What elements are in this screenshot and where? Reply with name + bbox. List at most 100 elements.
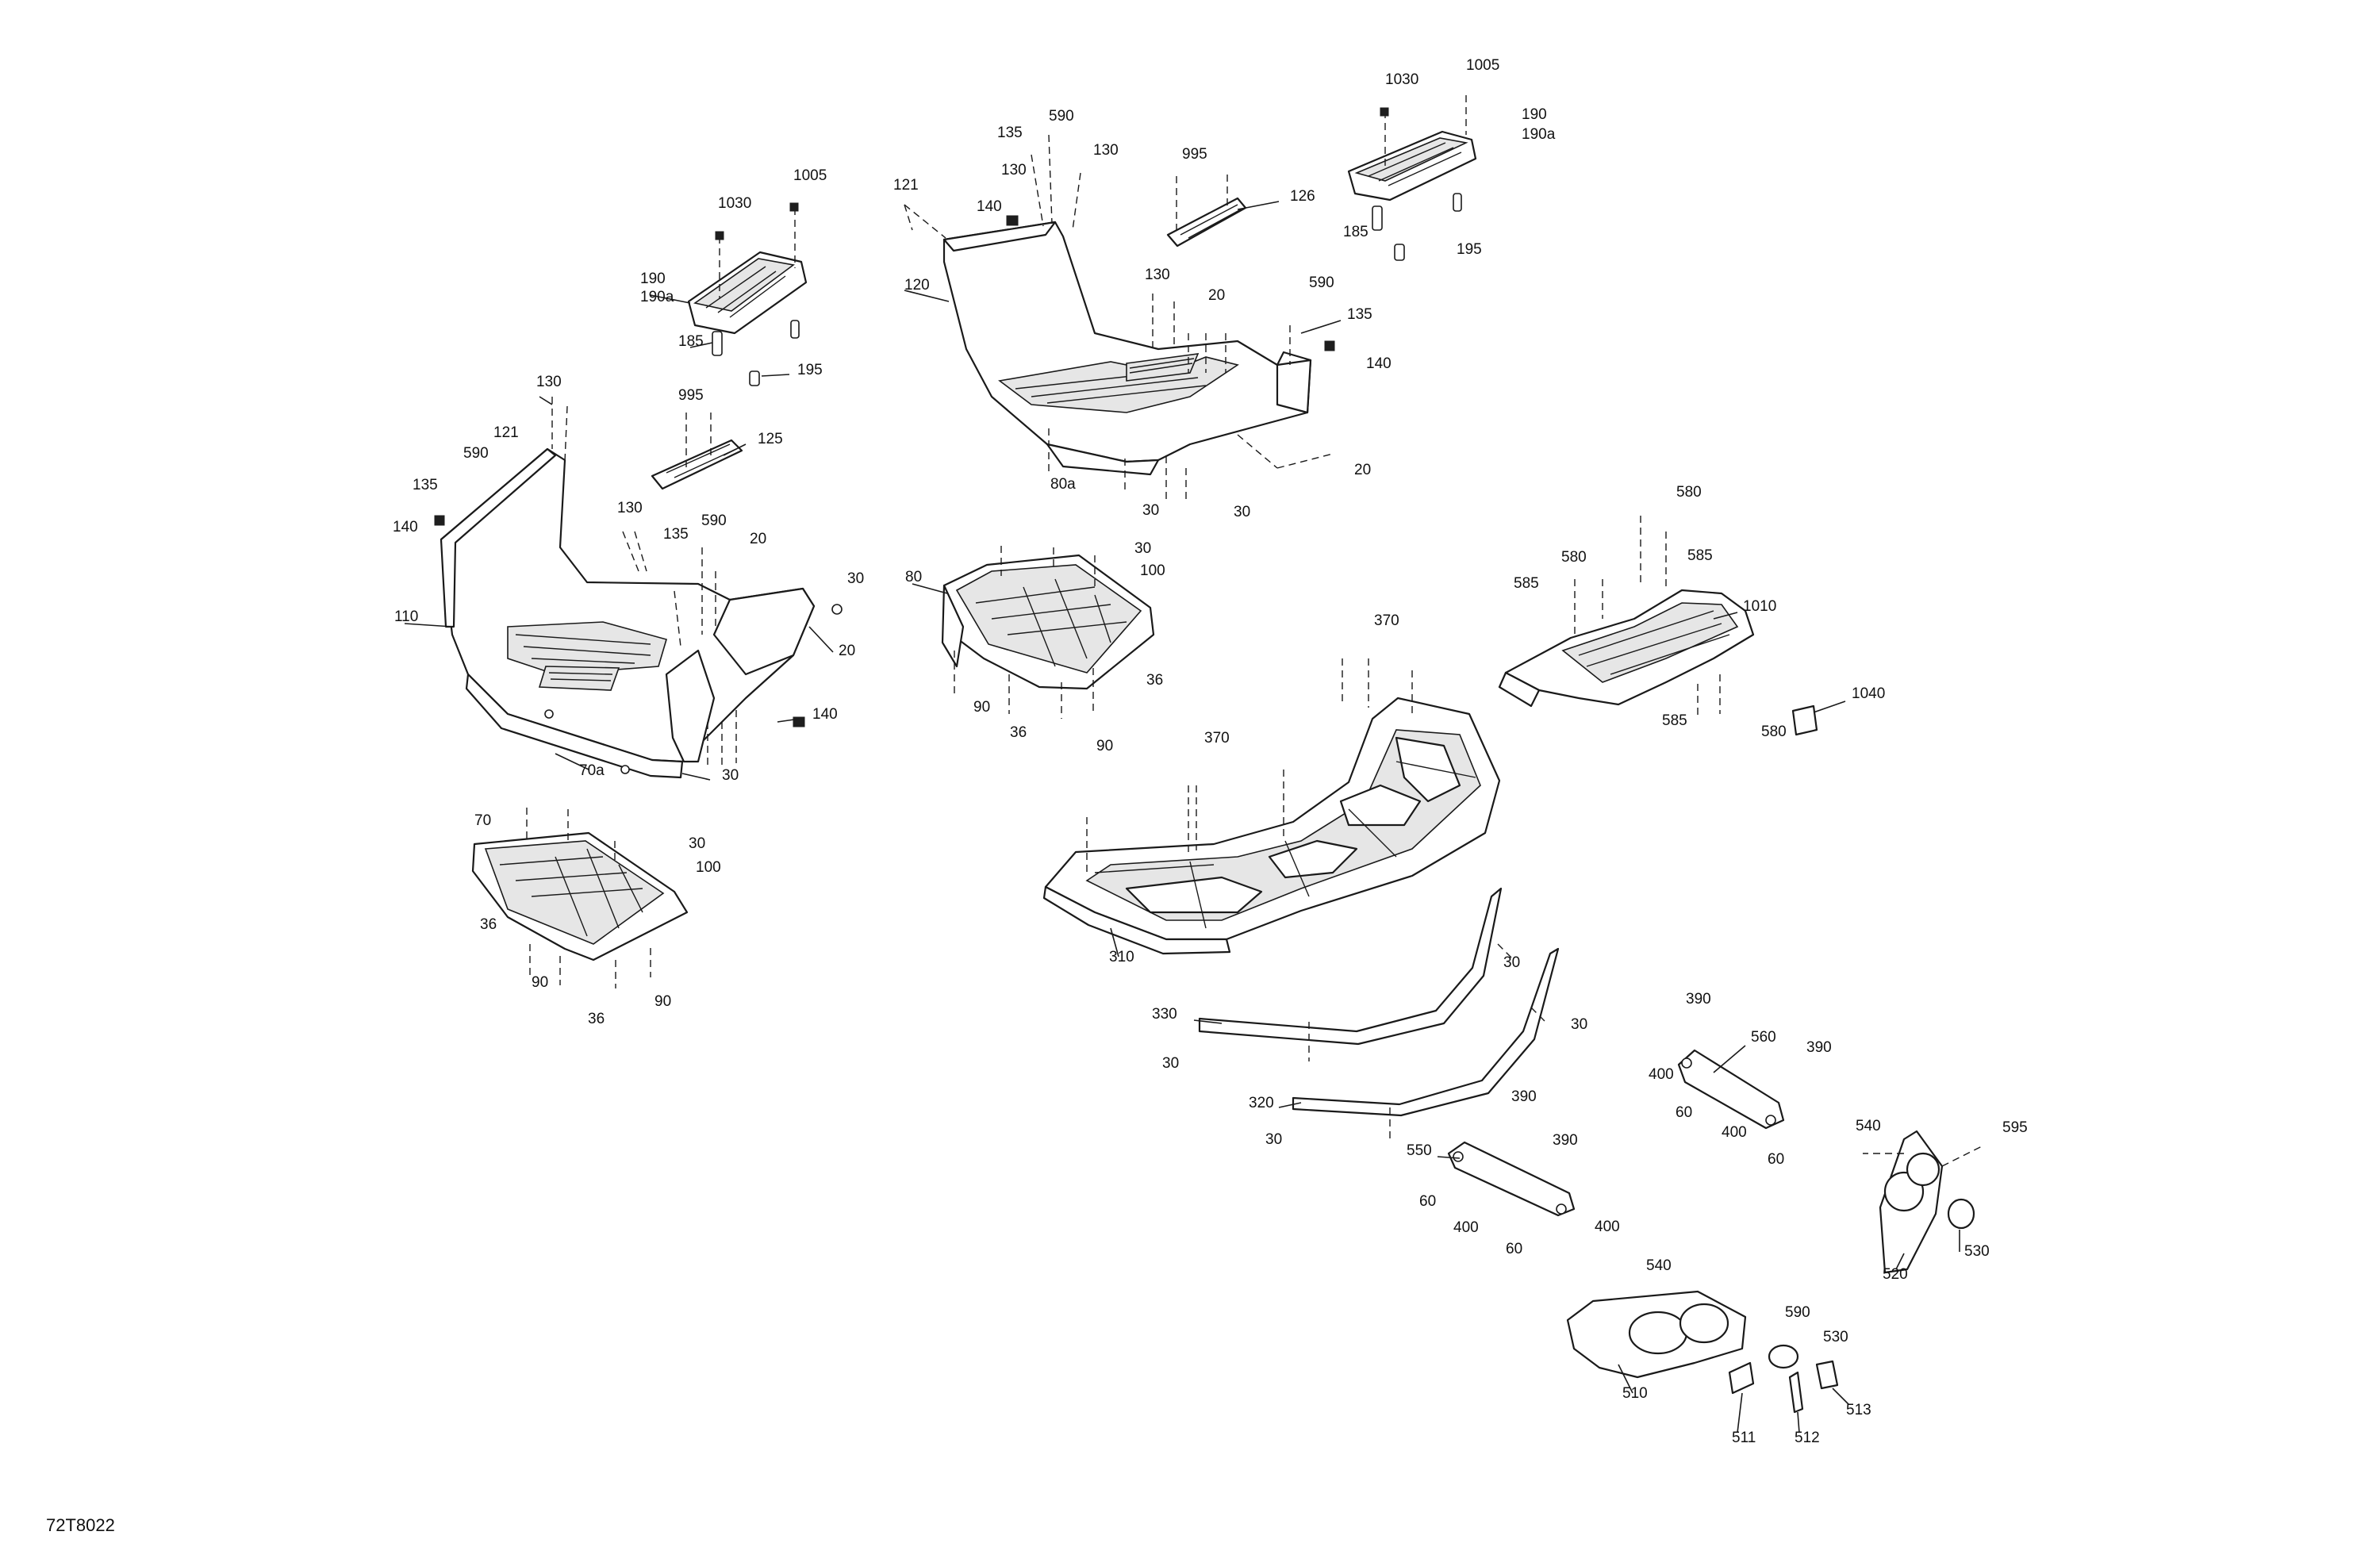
callout-label: 130 bbox=[1093, 142, 1119, 159]
callout-label: 580 bbox=[1761, 724, 1787, 740]
support-bracket-125 bbox=[651, 413, 743, 490]
callout-label: 540 bbox=[1646, 1257, 1672, 1274]
callout-label: 590 bbox=[701, 512, 727, 529]
callout-label: 585 bbox=[1687, 547, 1713, 564]
callout-label: 36 bbox=[1146, 672, 1163, 689]
callout-label: 1010 bbox=[1743, 598, 1776, 615]
footpeg-left bbox=[687, 202, 808, 386]
callout-label: 135 bbox=[663, 526, 689, 543]
callout-label: 135 bbox=[1347, 306, 1372, 323]
callout-label: 130 bbox=[1145, 267, 1170, 283]
diagram-reference-number: 72T8022 bbox=[46, 1515, 115, 1535]
callout-label: 320 bbox=[1249, 1095, 1274, 1111]
support-bracket-126 bbox=[1166, 175, 1247, 248]
rear-rack-310 bbox=[1042, 658, 1501, 955]
callout-labels: 1030 1005 190 190a 185 195 995 125 130 121 590 135 1… bbox=[393, 57, 2028, 1446]
cargo-tray-1010 bbox=[1498, 516, 1818, 736]
callout-label: 70a bbox=[579, 762, 605, 779]
callout-label: 511 bbox=[1732, 1430, 1756, 1446]
callout-label: 400 bbox=[1649, 1066, 1674, 1083]
callout-label: 310 bbox=[1109, 949, 1134, 965]
callout-label: 90 bbox=[654, 993, 671, 1010]
callout-label: 590 bbox=[1049, 108, 1074, 125]
callout-label: 110 bbox=[394, 608, 418, 625]
callout-label: 20 bbox=[1208, 287, 1225, 304]
callout-label: 580 bbox=[1561, 549, 1587, 566]
callout-label: 140 bbox=[393, 519, 418, 535]
callout-label: 30 bbox=[689, 835, 705, 852]
callout-label: 30 bbox=[1571, 1016, 1587, 1033]
callout-label: 560 bbox=[1751, 1029, 1776, 1046]
callout-label: 400 bbox=[1595, 1219, 1620, 1235]
callout-label: 126 bbox=[1290, 188, 1315, 205]
callout-label: 140 bbox=[1366, 355, 1392, 372]
callout-label: 60 bbox=[1768, 1151, 1784, 1168]
callout-label: 30 bbox=[1142, 502, 1159, 519]
footpeg-right bbox=[1347, 95, 1477, 261]
callout-label: 1005 bbox=[793, 167, 827, 184]
callout-label: 80 bbox=[905, 569, 922, 585]
callout-label: 1005 bbox=[1466, 57, 1499, 74]
callout-label: 90 bbox=[532, 974, 548, 991]
callout-label: 135 bbox=[413, 477, 438, 493]
callout-label: 510 bbox=[1622, 1385, 1648, 1402]
callout-label: 390 bbox=[1511, 1088, 1537, 1105]
callout-label: 550 bbox=[1407, 1142, 1432, 1159]
callout-label: 995 bbox=[1182, 146, 1207, 163]
callout-label: 1030 bbox=[1385, 71, 1418, 88]
callout-label: 190a bbox=[640, 289, 674, 305]
callout-label: 60 bbox=[1419, 1193, 1436, 1210]
callout-label: 70 bbox=[474, 812, 491, 829]
callout-label: 30 bbox=[1162, 1055, 1179, 1072]
callout-label: 125 bbox=[758, 431, 783, 447]
callout-label: 195 bbox=[797, 362, 823, 378]
callout-label: 540 bbox=[1856, 1118, 1881, 1134]
side-panel-520 bbox=[1863, 1130, 1984, 1274]
callout-label: 30 bbox=[1503, 954, 1520, 971]
callout-label: 100 bbox=[1140, 562, 1165, 579]
callout-label: 390 bbox=[1686, 991, 1711, 1008]
callout-label: 585 bbox=[1514, 575, 1539, 592]
callout-label: 995 bbox=[678, 387, 704, 404]
callout-label: 80a bbox=[1050, 476, 1076, 493]
callout-label: 20 bbox=[750, 531, 766, 547]
rack-brackets bbox=[1447, 1049, 1785, 1217]
callout-label: 30 bbox=[1134, 540, 1151, 557]
callout-label: 30 bbox=[1234, 504, 1250, 520]
callout-label: 130 bbox=[617, 500, 643, 516]
callout-label: 135 bbox=[997, 125, 1023, 141]
footrest-left-70 bbox=[471, 808, 689, 988]
callout-label: 121 bbox=[893, 177, 919, 194]
callout-label: 60 bbox=[1506, 1241, 1522, 1257]
callout-label: 390 bbox=[1553, 1132, 1578, 1149]
callout-label: 90 bbox=[1096, 738, 1113, 754]
callout-label: 120 bbox=[904, 277, 930, 294]
callout-label: 1040 bbox=[1852, 685, 1885, 702]
callout-label: 130 bbox=[536, 374, 562, 390]
callout-label: 513 bbox=[1846, 1402, 1871, 1418]
callout-label: 190 bbox=[1522, 106, 1547, 123]
callout-label: 520 bbox=[1883, 1266, 1908, 1283]
callout-label: 20 bbox=[839, 643, 855, 659]
leader-lines bbox=[404, 201, 1960, 1434]
callout-label: 330 bbox=[1152, 1006, 1177, 1023]
callout-label: 30 bbox=[722, 767, 739, 784]
callout-label: 60 bbox=[1676, 1104, 1692, 1121]
callout-label: 585 bbox=[1662, 712, 1687, 729]
taillight-housing-510 bbox=[1566, 1290, 1839, 1414]
callout-label: 590 bbox=[463, 445, 489, 462]
callout-label: 185 bbox=[1343, 224, 1368, 240]
callout-label: 100 bbox=[696, 859, 721, 876]
callout-label: 190 bbox=[640, 271, 666, 287]
callout-label: 512 bbox=[1795, 1430, 1820, 1446]
callout-label: 400 bbox=[1453, 1219, 1479, 1236]
fender-left-110 bbox=[434, 397, 843, 779]
callout-label: 30 bbox=[1265, 1131, 1282, 1148]
callout-label: 30 bbox=[847, 570, 864, 587]
callout-label: 530 bbox=[1964, 1243, 1990, 1260]
callout-label: 36 bbox=[480, 916, 497, 933]
callout-label: 1030 bbox=[718, 195, 751, 212]
callout-label: 400 bbox=[1722, 1124, 1747, 1141]
callout-label: 390 bbox=[1806, 1039, 1832, 1056]
callout-label: 90 bbox=[973, 699, 990, 716]
